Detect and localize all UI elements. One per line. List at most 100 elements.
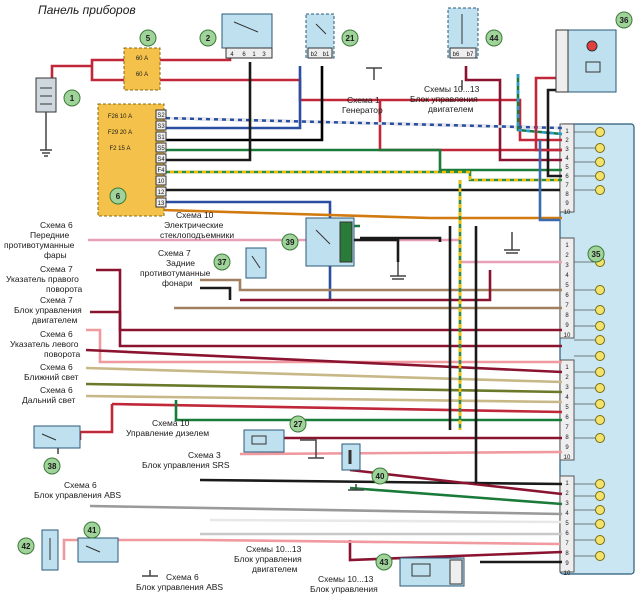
sensor43-badge: 43 xyxy=(380,558,389,567)
sensor-43: 43 xyxy=(375,553,465,587)
label-scheme1: Схема 1 xyxy=(347,95,380,105)
indicator-lamp xyxy=(595,321,605,331)
fusebox-pin-label: S4 xyxy=(157,157,165,163)
cmid-pin: 2 xyxy=(565,253,569,259)
page-title: Панель приборов xyxy=(38,3,136,17)
fusebox-pin-label: 13 xyxy=(158,201,165,207)
switch-41: 41 xyxy=(77,521,158,577)
label-windows-1: Электрические xyxy=(164,220,224,230)
switch-37: 37 xyxy=(213,247,267,279)
clow-pin: 8 xyxy=(565,435,569,441)
sensor40-badge: 40 xyxy=(376,472,385,481)
label-engine-unit-c: Блок управления xyxy=(310,584,378,594)
label-rear-3: фонари xyxy=(162,278,193,288)
indicator-lamp xyxy=(595,519,605,529)
cmid-pin: 3 xyxy=(565,263,569,269)
label-high-beam: Дальний свет xyxy=(22,395,76,405)
label-scheme10-diesel: Схема 10 xyxy=(152,418,190,428)
label-scheme7-engine: Схема 7 xyxy=(40,295,73,305)
label-scheme10-windows: Схема 10 xyxy=(176,210,214,220)
indicator-lamp xyxy=(595,383,605,393)
indicator-lamp xyxy=(595,185,605,195)
ignition-switch: 4 6 1 3 2 xyxy=(199,13,273,59)
ctop-pin: 2 xyxy=(565,138,569,144)
clow-pin: 5 xyxy=(565,405,569,411)
fusebox-pin xyxy=(155,197,167,208)
relay-21: b2 b1 21 xyxy=(305,13,359,59)
label-scheme6-left: Схема 6 xyxy=(40,329,73,339)
cmid-pin: 4 xyxy=(565,273,569,279)
switch37-badge: 37 xyxy=(218,258,227,267)
fuse-f2: F2 15 А xyxy=(109,146,130,152)
clow-pin: 9 xyxy=(565,445,569,451)
cmid-pin: 8 xyxy=(565,313,569,319)
cmid-pin: 6 xyxy=(565,293,569,299)
fuse-60a-2: 60 А xyxy=(136,72,148,78)
fusebox-pin-label: 12 xyxy=(158,190,165,196)
battery-badge: 1 xyxy=(70,94,75,103)
relay39-badge: 39 xyxy=(286,238,295,247)
clow-pin: 7 xyxy=(565,425,569,431)
ctop-pin: 3 xyxy=(565,147,569,153)
label-scheme6-abs: Схема 6 xyxy=(64,480,97,490)
panel-badge: 35 xyxy=(592,250,601,259)
indicator-lamp xyxy=(595,367,605,377)
label-scheme3-srs: Схема 3 xyxy=(188,450,221,460)
sensor-36: 36 xyxy=(555,11,633,93)
sensor-42: 42 xyxy=(17,529,59,571)
cbot-pin: 2 xyxy=(565,491,569,497)
label-left-2: поворота xyxy=(44,349,81,359)
ctop-pin: 10 xyxy=(564,210,571,216)
label-engine-unit-a: Блок управления xyxy=(410,94,478,104)
label-abs2: Блок управления ABS xyxy=(136,582,223,592)
cbot-pin: 8 xyxy=(565,551,569,557)
indicator-lamp xyxy=(595,551,605,561)
label-scheme7-right: Схема 7 xyxy=(40,264,73,274)
label-windows-2: стеклоподъемники xyxy=(160,230,234,240)
relay-39: 39 xyxy=(281,217,406,280)
pin-6: 6 xyxy=(242,52,246,58)
fusebox-pin xyxy=(155,164,167,175)
fuses-badge: 5 xyxy=(146,34,151,43)
indicator-lamp xyxy=(595,143,605,153)
ctop-pin: 4 xyxy=(565,156,569,162)
indicator-lamp xyxy=(595,415,605,425)
label-scheme10-13-c: Схемы 10...13 xyxy=(318,574,374,584)
label-left-1: Указатель левого xyxy=(10,339,79,349)
relay44-badge: 44 xyxy=(490,34,499,43)
fuse-60a-1: 60 А xyxy=(136,56,148,62)
cbot-pin: 4 xyxy=(565,511,569,517)
cmid-pin: 9 xyxy=(565,323,569,329)
label-fog-2: противотуманные xyxy=(4,240,75,250)
fuse-f26: F26 10 А xyxy=(108,114,132,120)
fusebox-pin xyxy=(155,153,167,164)
fusebox-badge: 6 xyxy=(116,192,121,201)
label-scheme7-rear: Схема 7 xyxy=(158,248,191,258)
label-scheme6-low: Схема 6 xyxy=(40,362,73,372)
relay-44: b6 b7 44 xyxy=(447,7,503,59)
cmid-pin: 1 xyxy=(565,243,569,249)
fuse-f29: F29 20 А xyxy=(108,130,132,136)
pin-3: 3 xyxy=(262,52,266,58)
cmid-pin: 7 xyxy=(565,303,569,309)
indicator-lamp xyxy=(595,157,605,167)
srs-unit-27: 27 xyxy=(243,415,324,459)
ctop-pin: 9 xyxy=(565,201,569,207)
clow-pin: 4 xyxy=(565,395,569,401)
clow-pin: 10 xyxy=(564,455,571,461)
indicator-lamp xyxy=(595,285,605,295)
label-scheme6-abs2: Схема 6 xyxy=(166,572,199,582)
fusebox-pin xyxy=(155,109,167,120)
indicator-lamp xyxy=(595,505,605,515)
sensor38-badge: 38 xyxy=(48,462,57,471)
sensor42-badge: 42 xyxy=(22,542,31,551)
switch41-badge: 41 xyxy=(88,526,97,535)
relay21-badge: 21 xyxy=(346,34,355,43)
indicator-lamp xyxy=(595,351,605,361)
battery: 1 xyxy=(35,77,81,157)
indicator-lamp xyxy=(595,335,605,345)
ctop-pin: 1 xyxy=(565,129,569,135)
